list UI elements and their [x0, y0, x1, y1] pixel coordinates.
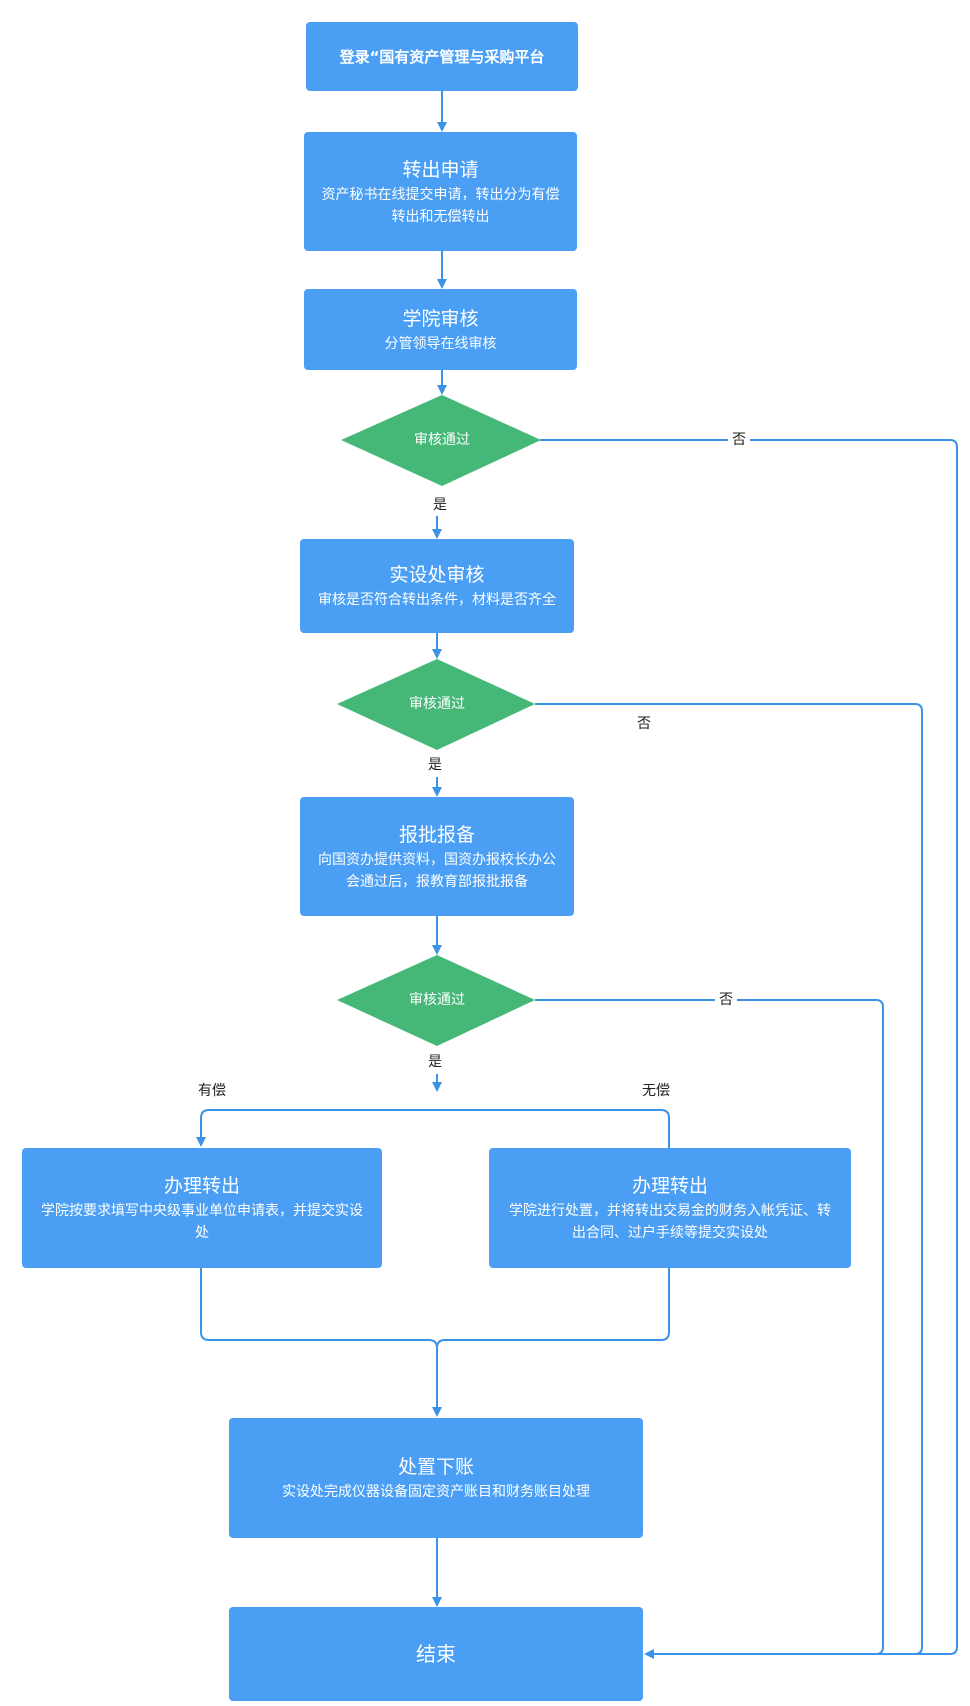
edge-label-yes-3: 是 — [424, 1053, 446, 1071]
edge-label-no-1: 否 — [728, 431, 750, 449]
step-free-transfer: 办理转出 学院进行处置，并将转出交易金的财务入帐凭证、转出合同、过户手续等提交实… — [489, 1148, 851, 1268]
decision-2-label: 审核通过 — [409, 696, 465, 712]
step-transfer-application-title: 转出申请 — [402, 158, 479, 181]
step-report-approval: 报批报备 向国资办提供资料，国资办报校长办公会通过后，报教育部报批报备 — [300, 797, 574, 916]
decision-diamond-3 — [337, 955, 535, 1046]
step-college-review-desc: 分管领导在线审核 — [384, 335, 497, 352]
step-transfer-application-desc: 资产秘书在线提交申请，转出分为有偿转出和无偿转出 — [321, 186, 560, 225]
step-college-review: 学院审核 分管领导在线审核 — [304, 289, 577, 370]
step-end: 结束 — [229, 1607, 643, 1701]
decision-3-label: 审核通过 — [409, 992, 465, 1008]
step-write-off-desc: 实设处完成仪器设备固定资产账目和财务账目处理 — [282, 1484, 590, 1500]
step-lab-office-review-desc: 审核是否符合转出条件，材料是否齐全 — [318, 592, 556, 608]
step-paid-transfer-title: 办理转出 — [163, 1175, 240, 1197]
step-write-off-title: 处置下账 — [397, 1456, 474, 1478]
step-college-review-title: 学院审核 — [402, 307, 479, 330]
edge-split-paid — [196, 1109, 670, 1148]
step-end-title: 结束 — [416, 1642, 456, 1666]
edge-label-no-3: 否 — [715, 991, 737, 1009]
step-free-transfer-desc: 学院进行处置，并将转出交易金的财务入帐凭证、转出合同、过户手续等提交实设处 — [509, 1203, 831, 1241]
step-report-approval-desc: 向国资办提供资料，国资办报校长办公会通过后，报教育部报批报备 — [318, 851, 556, 890]
decision-1-label: 审核通过 — [414, 432, 470, 448]
edge-decision1-no — [540, 439, 958, 1659]
step-lab-office-review: 实设处审核 审核是否符合转出条件，材料是否齐全 — [300, 539, 574, 633]
edge-decision2-no — [535, 703, 923, 1655]
decision-diamond-2 — [337, 659, 535, 750]
decision-diamond-1 — [341, 395, 541, 486]
edge-label-no-2: 否 — [637, 716, 651, 732]
edge-decision3-no — [535, 999, 884, 1655]
decision-diamonds — [337, 395, 541, 1046]
step-lab-office-review-title: 实设处审核 — [389, 564, 485, 586]
edge-label-yes-2: 是 — [424, 756, 446, 774]
step-paid-transfer: 办理转出 学院按要求填写中央级事业单位申请表，并提交实设处 — [22, 1148, 382, 1268]
step-login-platform: 登录“国有资产管理与采购平台 — [306, 22, 578, 91]
edge-free-merge — [436, 1268, 670, 1349]
step-free-transfer-title: 办理转出 — [631, 1175, 708, 1197]
step-login-title: 登录“国有资产管理与采购平台 — [339, 47, 545, 66]
edge-paid-merge — [200, 1268, 438, 1349]
step-paid-transfer-desc: 学院按要求填写中央级事业单位申请表，并提交实设处 — [41, 1203, 363, 1241]
step-report-approval-title: 报批报备 — [398, 823, 475, 846]
step-transfer-application: 转出申请 资产秘书在线提交申请，转出分为有偿转出和无偿转出 — [304, 132, 577, 251]
edge-label-paid: 有偿 — [198, 1083, 226, 1099]
step-write-off: 处置下账 实设处完成仪器设备固定资产账目和财务账目处理 — [229, 1418, 643, 1538]
edge-label-yes-1: 是 — [429, 496, 451, 514]
edge-label-free: 无偿 — [642, 1083, 670, 1099]
connector-lines — [196, 91, 958, 1659]
